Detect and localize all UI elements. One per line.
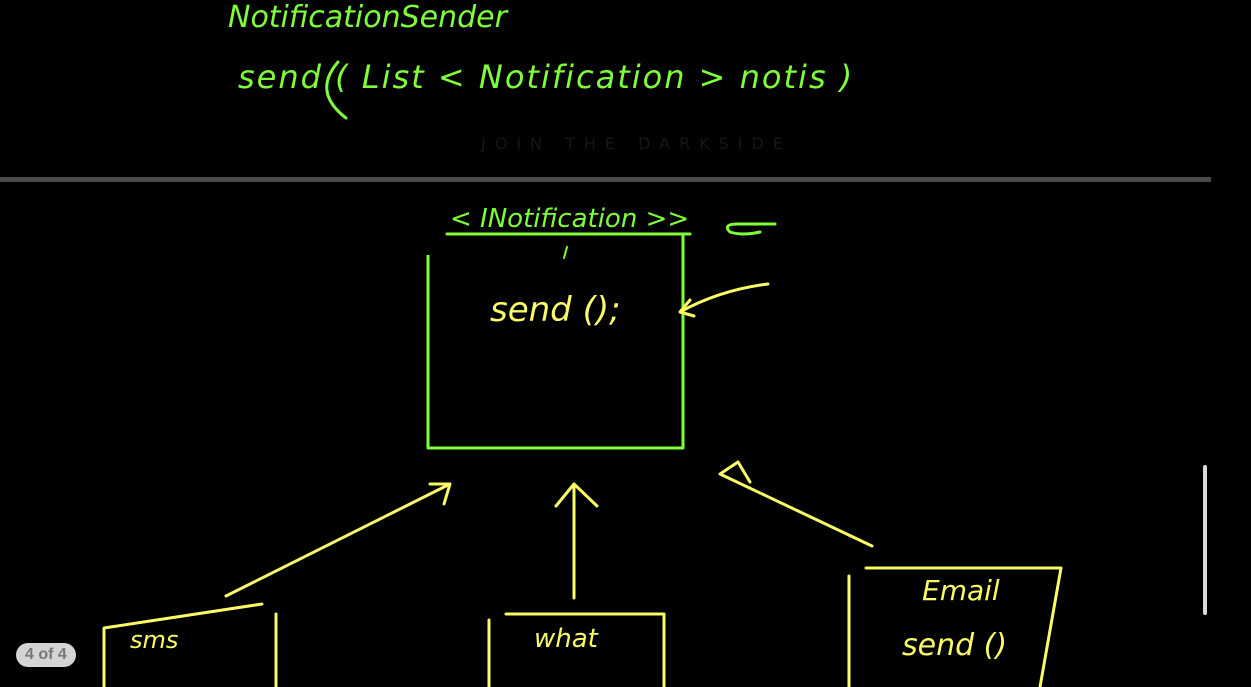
interface-method: send (); (490, 290, 621, 330)
sms-box (102, 602, 278, 687)
section-divider (0, 177, 1211, 182)
sms-inherit-arrow (224, 482, 452, 598)
what-box (487, 612, 666, 687)
label-pointer-arrow (725, 222, 777, 236)
page-indicator-badge: 4 of 4 (16, 643, 76, 667)
method-pointer-arrow (678, 282, 770, 318)
top-note-method: send ( List < Notification > notis ) (238, 58, 855, 96)
vertical-scrollbar[interactable] (1203, 465, 1207, 615)
email-box (847, 566, 1063, 687)
interface-box (426, 235, 685, 450)
what-inherit-arrow (554, 482, 599, 600)
top-note-title: NotificationSender (228, 0, 507, 35)
paren-stroke-open (325, 60, 348, 120)
sms-class-label: sms (130, 626, 179, 654)
label-tick-mark (563, 246, 568, 259)
interface-label: < INotification >> (450, 204, 690, 234)
email-class-method: send () (902, 628, 1008, 663)
email-inherit-arrow (718, 460, 874, 548)
what-class-label: what (534, 624, 598, 654)
email-class-label: Email (922, 574, 1000, 607)
watermark-text: JOIN THE DARKSIDE (481, 134, 792, 153)
